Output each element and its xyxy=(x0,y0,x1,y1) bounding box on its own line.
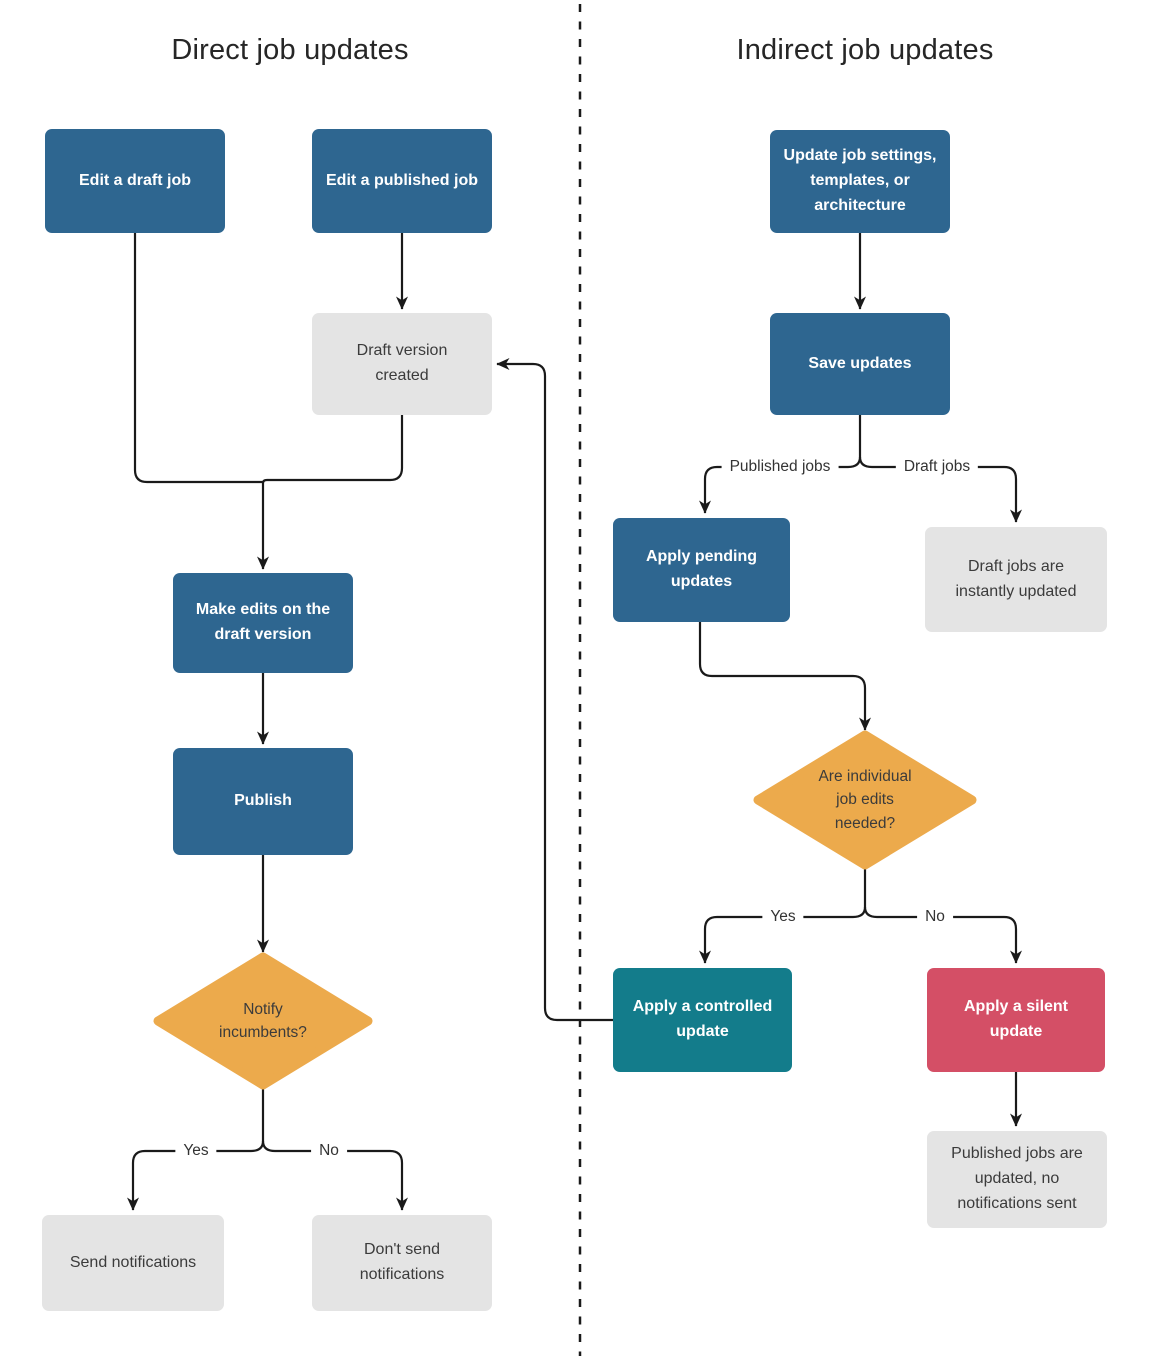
node-edit-published-job: Edit a published job xyxy=(312,129,492,233)
edge-label-draft-jobs: Draft jobs xyxy=(895,456,979,478)
node-send-notifications: Send notifications xyxy=(42,1215,224,1311)
label-edits-needed: Are individual job edits needed? xyxy=(818,768,912,832)
decision-diamond-notify-incumbents xyxy=(153,952,373,1090)
node-update-job-settings: Update job settings, templates, or archi… xyxy=(770,130,950,233)
edge-label-no-right: No xyxy=(917,906,953,928)
node-dont-send-notifications: Don't send notifications xyxy=(312,1215,492,1311)
node-save-updates: Save updates xyxy=(770,313,950,415)
edge-label-yes-right: Yes xyxy=(762,906,804,928)
title-direct-job-updates: Direct job updates xyxy=(171,34,409,66)
node-draft-jobs-instantly-updated: Draft jobs are instantly updated xyxy=(925,527,1107,632)
node-published-jobs-updated: Published jobs are updated, no notificat… xyxy=(927,1131,1107,1228)
connector-controlled-loop-to-draftcreated xyxy=(496,358,613,1022)
node-draft-version-created: Draft version created xyxy=(312,313,492,415)
connector-editdraft-merge xyxy=(133,233,263,484)
decision-diamond-edits-needed xyxy=(753,730,977,870)
node-publish: Publish xyxy=(173,748,353,855)
node-apply-controlled-update: Apply a controlled update xyxy=(613,968,792,1072)
connector-draftcreated-merge xyxy=(261,415,404,484)
edge-label-published-jobs: Published jobs xyxy=(721,456,839,478)
node-apply-silent-update: Apply a silent update xyxy=(927,968,1105,1072)
connector-save-draftjobs xyxy=(858,456,1022,523)
label-notify-incumbents: Notify incumbents? xyxy=(219,1000,307,1041)
connector-notify-no xyxy=(261,1140,408,1211)
edge-label-no-left: No xyxy=(311,1140,347,1162)
node-apply-pending-updates: Apply pending updates xyxy=(613,518,790,622)
connector-pending-to-decision xyxy=(698,622,871,731)
node-edit-draft-job: Edit a draft job xyxy=(45,129,225,233)
edge-label-yes-left: Yes xyxy=(175,1140,217,1162)
connector-decision-no xyxy=(863,906,1022,964)
node-make-edits-draft-version: Make edits on the draft version xyxy=(173,573,353,673)
title-indirect-job-updates: Indirect job updates xyxy=(736,34,994,66)
